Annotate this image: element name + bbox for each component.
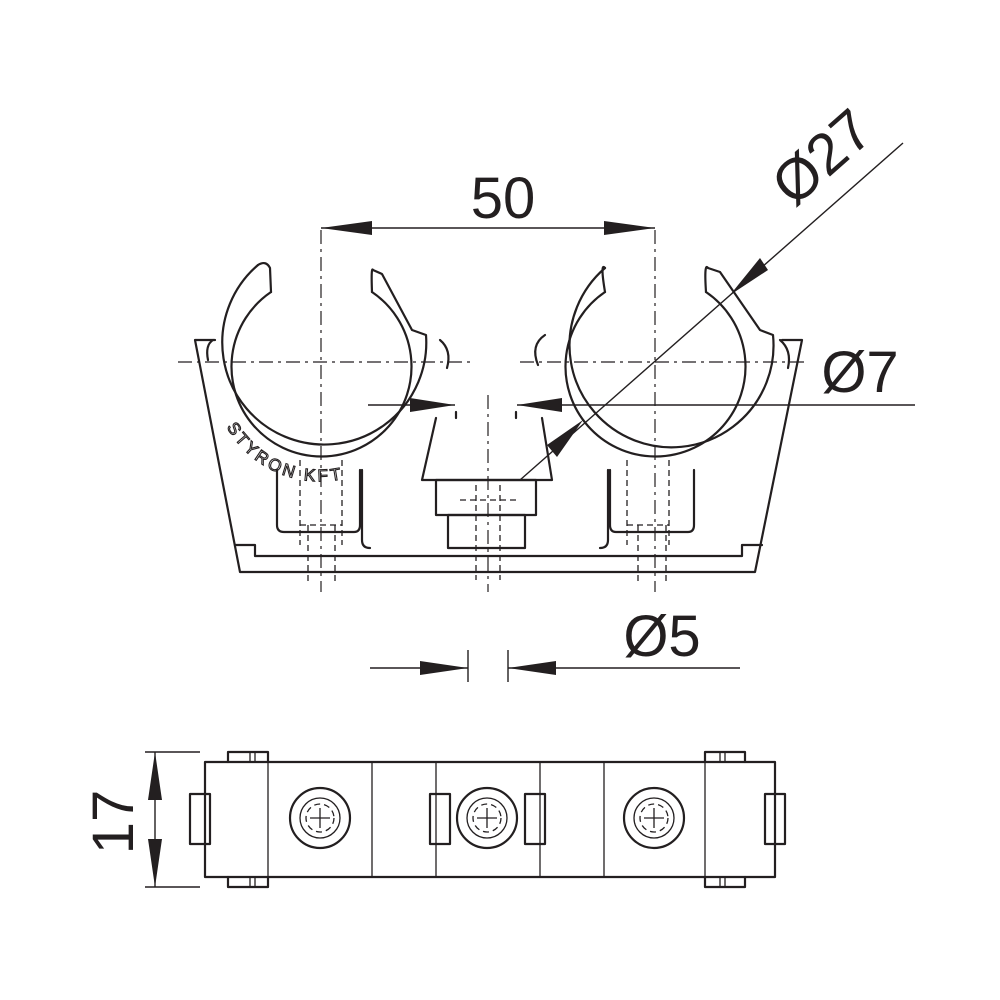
slot-right <box>763 792 787 846</box>
dimension-17-label: 17 <box>81 790 146 855</box>
slot-left <box>188 792 212 846</box>
left-leg <box>275 468 362 534</box>
hole-right <box>622 786 686 850</box>
dimension-50: 50 <box>321 166 655 235</box>
dimension-5: Ø5 <box>370 604 740 682</box>
top-view: 17 <box>81 750 787 889</box>
base-inner-line <box>233 543 764 558</box>
left-clip-outer <box>221 263 428 446</box>
center-lines <box>178 230 805 592</box>
dimension-7-label: Ø7 <box>821 340 898 405</box>
right-leg <box>608 468 696 534</box>
dimension-17: 17 <box>81 751 200 888</box>
middle-boss <box>420 410 554 550</box>
dimension-27: Ø27 <box>519 97 904 481</box>
slot-mid-right <box>523 792 547 846</box>
dimension-50-label: 50 <box>471 166 536 231</box>
hole-middle <box>455 786 519 850</box>
slot-mid-left <box>428 792 452 846</box>
hole-left <box>288 786 352 850</box>
dimension-7: Ø7 <box>368 340 915 412</box>
brand-text: STYRON KFT <box>223 419 345 486</box>
left-clip <box>206 261 450 458</box>
dimension-5-label: Ø5 <box>623 604 700 669</box>
right-clip-outer <box>568 266 775 449</box>
hidden-holes <box>299 460 670 585</box>
body-outline <box>193 338 804 574</box>
dimension-27-label: Ø27 <box>759 97 884 218</box>
front-view: STYRON KFT <box>178 97 915 682</box>
top-view-body <box>203 760 777 879</box>
